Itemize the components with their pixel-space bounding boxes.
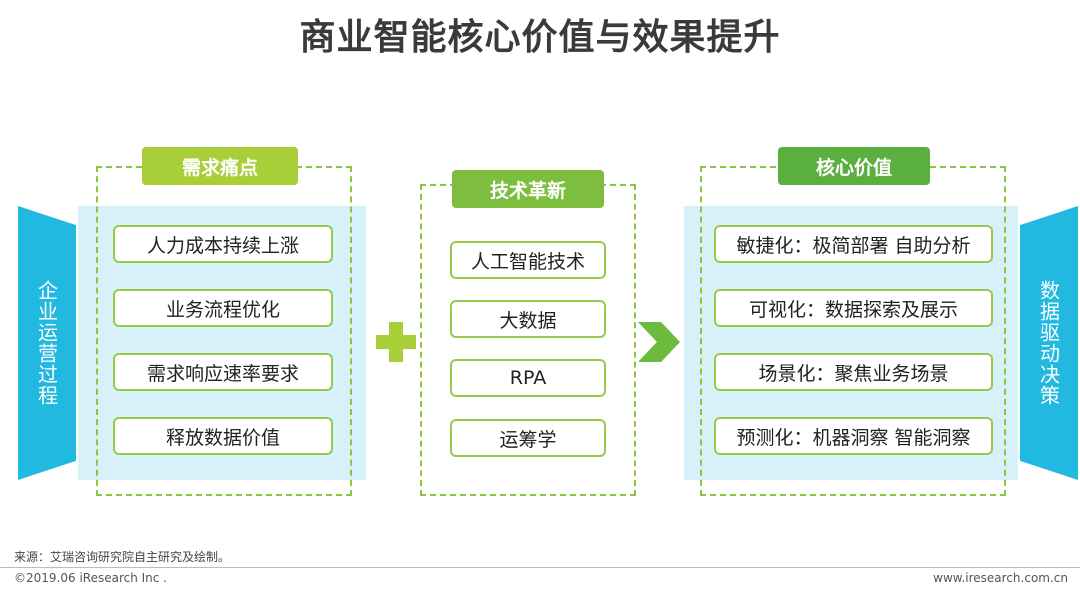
right-side-label: 数据驱动决策 <box>1020 206 1078 480</box>
source-note: 来源：艾瑞咨询研究院自主研究及绘制。 <box>14 550 231 564</box>
core-value-item: 预测化：机器洞察 智能洞察 <box>714 417 993 455</box>
tech-item: 大数据 <box>450 300 606 338</box>
core-value-item: 场景化：聚焦业务场景 <box>714 353 993 391</box>
core-value-tag: 核心价值 <box>778 147 930 185</box>
pain-points-tag: 需求痛点 <box>142 147 298 185</box>
left-side-text: 企业运营过程 <box>34 280 59 406</box>
core-value-item: 可视化：数据探索及展示 <box>714 289 993 327</box>
tech-item: 人工智能技术 <box>450 241 606 279</box>
tech-item: 运筹学 <box>450 419 606 457</box>
pain-point-item: 人力成本持续上涨 <box>113 225 333 263</box>
footer-divider <box>0 567 1080 568</box>
plus-icon-vertical <box>389 322 403 362</box>
chevron-right-icon <box>638 322 680 362</box>
left-side-label: 企业运营过程 <box>18 206 76 480</box>
pain-point-item: 需求响应速率要求 <box>113 353 333 391</box>
tech-tag: 技术革新 <box>452 170 604 208</box>
copyright-text: ©2019.06 iResearch Inc . <box>14 571 167 585</box>
page-title: 商业智能核心价值与效果提升 <box>299 17 781 58</box>
core-value-item: 敏捷化：极简部署 自助分析 <box>714 225 993 263</box>
pain-point-item: 释放数据价值 <box>113 417 333 455</box>
website-link[interactable]: www.iresearch.com.cn <box>933 571 1068 585</box>
pain-point-item: 业务流程优化 <box>113 289 333 327</box>
tech-item: RPA <box>450 359 606 397</box>
right-side-text: 数据驱动决策 <box>1036 280 1061 406</box>
